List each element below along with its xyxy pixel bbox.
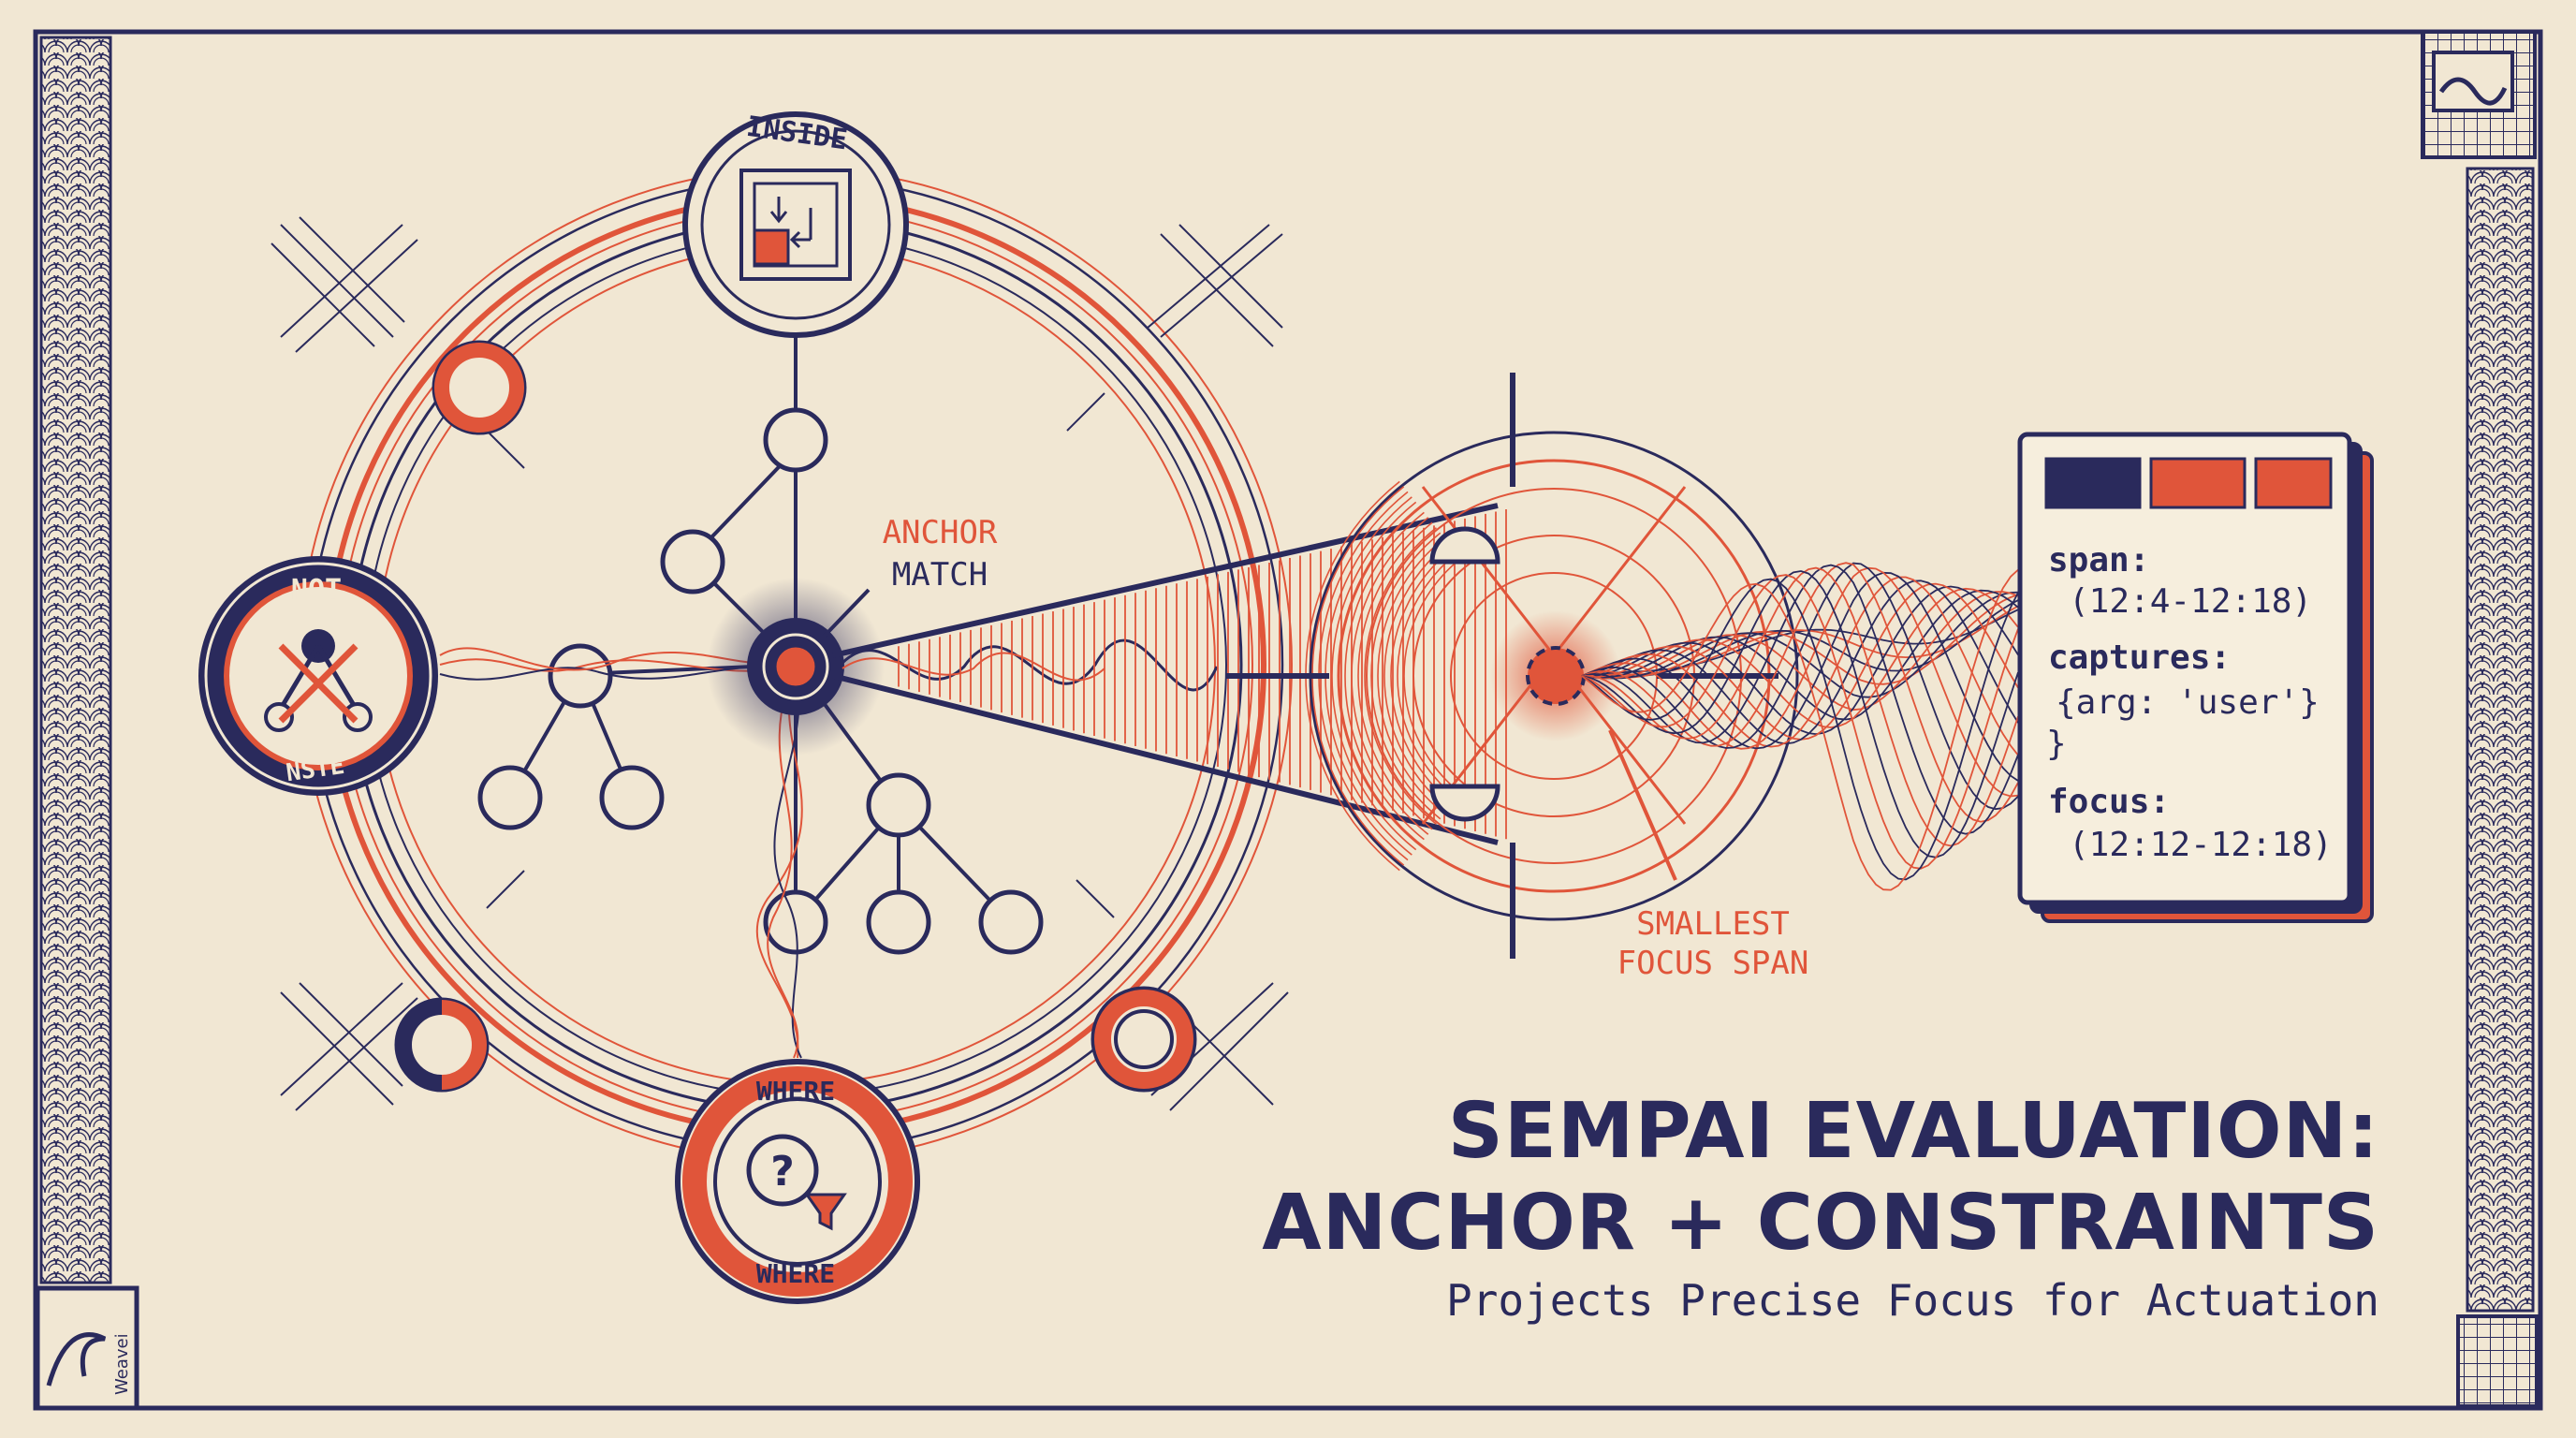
title-line-1: SEMPAI EVALUATION: (1447, 1087, 2379, 1176)
lens-arc (1338, 506, 1421, 845)
left-pattern-border (39, 36, 112, 1284)
wave-line (1581, 578, 2019, 881)
swatch-orange-2 (2254, 457, 2333, 509)
outer-frame (33, 29, 2543, 1411)
anchor-node (747, 618, 844, 715)
swatch-navy (2044, 457, 2142, 509)
card-focus-key: focus: (2048, 783, 2171, 821)
logo-text: Weavei (112, 1333, 132, 1395)
tree-node (763, 889, 828, 955)
wave-line (1581, 562, 2019, 823)
lens-arc (1344, 511, 1425, 841)
tree-node (866, 889, 931, 955)
ring-badge-top-left (432, 340, 527, 435)
tree-node (548, 643, 613, 709)
wave-line (1581, 580, 2019, 745)
inside-node (682, 111, 909, 338)
lens-marker-bottom (1429, 784, 1500, 822)
question-filter-icon (804, 1193, 847, 1231)
wave-line (1581, 589, 2019, 721)
swatch-orange (2149, 457, 2247, 509)
lens-arc (1351, 517, 1429, 835)
focus-span-label: FOCUS SPAN (1617, 945, 1809, 982)
not-node (198, 556, 438, 796)
lens-arc (1390, 548, 1454, 804)
smallest-label: SMALLEST (1636, 905, 1790, 943)
title-line-2: ANCHOR + CONSTRAINTS (1262, 1179, 2379, 1268)
wave-line (1581, 570, 2019, 858)
crossed-tree-icon (278, 643, 359, 724)
where-node: ? (675, 1059, 920, 1304)
anchor-label: ANCHOR (883, 514, 998, 551)
tree-node (477, 765, 543, 830)
wave-line (1582, 566, 2019, 847)
wave-line (1581, 571, 2019, 782)
lens-arc (1397, 552, 1457, 800)
crosshair (1226, 373, 1778, 959)
card-captures-key: captures: (2048, 638, 2232, 677)
where-label-top: WHERE (756, 1076, 835, 1107)
page-title: SEMPAI EVALUATION: ANCHOR + CONSTRAINTS (1262, 1086, 2379, 1269)
lens-marker-top (1429, 526, 1500, 565)
ring-badge-bottom-left (394, 997, 490, 1093)
wave-line (1581, 574, 2019, 870)
tree-node (599, 765, 665, 830)
wave-line (1581, 576, 2019, 756)
wave-line (1581, 591, 2019, 712)
tree-node (978, 889, 1044, 955)
tree-node (866, 772, 931, 838)
question-icon: ? (770, 1148, 795, 1196)
tree-node (763, 407, 828, 473)
wave-line (1581, 568, 2019, 891)
lens-arc (1403, 558, 1462, 794)
nested-square-icon (753, 228, 790, 266)
wave-line (1581, 564, 2019, 835)
card-span-key: span: (2048, 541, 2150, 580)
lens-arc (1377, 537, 1445, 814)
wave-bundle (1581, 562, 2019, 891)
card-captures-close: } (2046, 725, 2067, 763)
wave-line (1581, 594, 2019, 685)
where-label-bottom: WHERE (756, 1258, 835, 1289)
lens-arc (1357, 521, 1433, 830)
lens-arc (1370, 532, 1442, 820)
bottom-right-corner-grid (2456, 1314, 2539, 1408)
lens-arc (1364, 527, 1437, 825)
right-pattern-border (2466, 167, 2535, 1313)
card-captures-value: {arg: 'user'} (2056, 683, 2320, 722)
cone-hatch (898, 508, 1507, 840)
lens-arc (1383, 542, 1449, 810)
not-label-top: NOT (291, 574, 342, 607)
wave-line (1581, 562, 2019, 811)
card-span-value: (12:4-12:18) (2069, 582, 2313, 621)
subtitle: Projects Precise Focus for Actuation (1446, 1275, 2379, 1326)
wave-icon (2438, 77, 2508, 106)
wave-line (1581, 566, 2019, 798)
lens-arc (1331, 501, 1417, 851)
match-label: MATCH (892, 556, 988, 594)
ring-badge-bottom-right (1090, 986, 1197, 1093)
tree-node (660, 529, 725, 594)
card-focus-value: (12:12-12:18) (2069, 826, 2333, 864)
output-card (2017, 432, 2374, 923)
logo-wave-icon (46, 1332, 107, 1387)
focus-point (1526, 646, 1586, 706)
